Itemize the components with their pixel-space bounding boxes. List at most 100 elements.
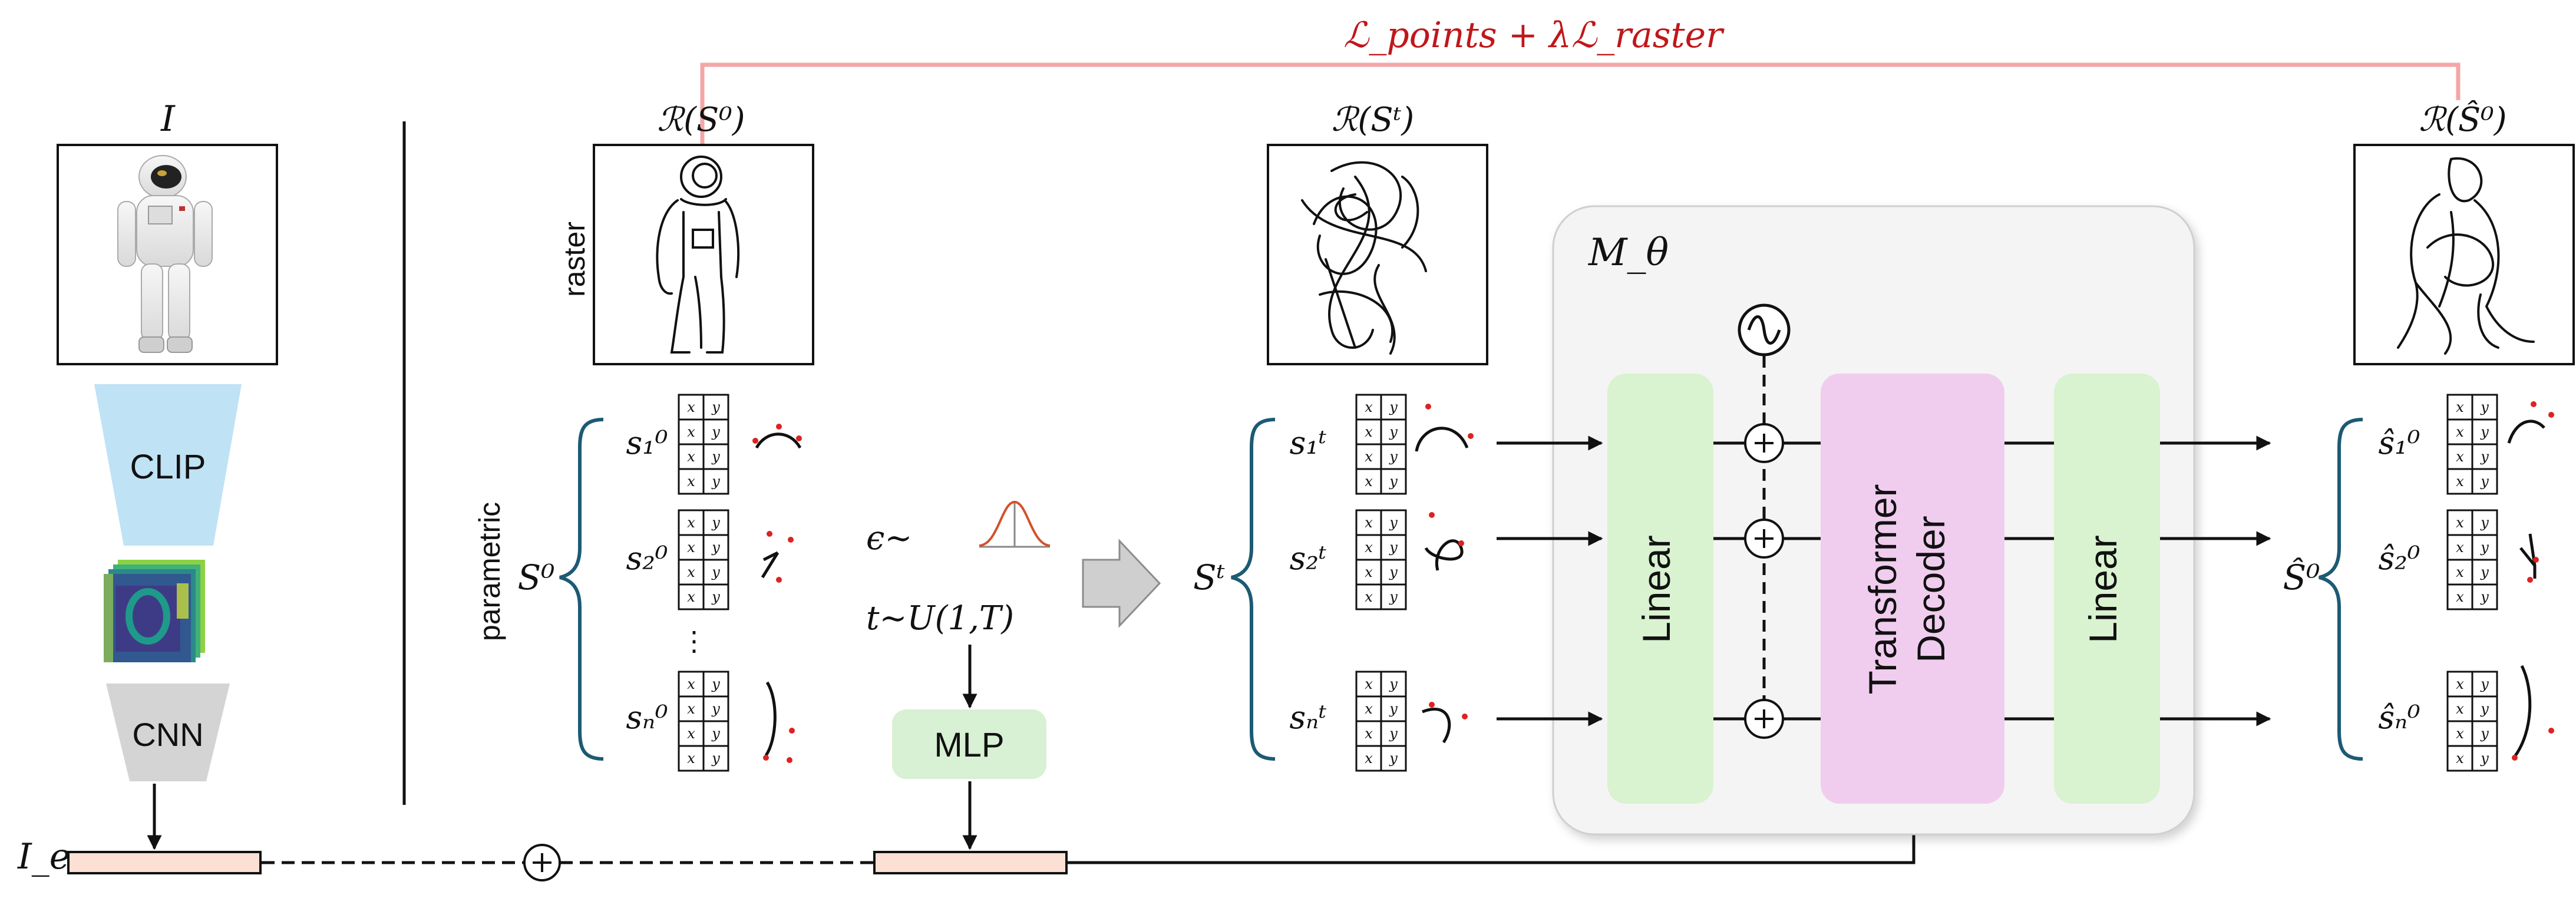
- transformer-label-line1: Transformer: [1861, 484, 1904, 695]
- table-cell: x: [687, 514, 695, 531]
- raster-side-label: raster: [558, 222, 591, 297]
- clip-label: CLIP: [130, 448, 206, 486]
- output-arrows: [2160, 435, 2271, 727]
- curve-st-1: [1415, 404, 1474, 452]
- brace-st: [1231, 418, 1276, 761]
- table-cell: x: [687, 589, 695, 605]
- table-cell: y: [1389, 539, 1398, 556]
- stroke-st-1-label: s₁ᵗ: [1290, 424, 1327, 461]
- table-cell: y: [711, 399, 720, 415]
- table-cell: y: [1389, 676, 1398, 692]
- table-cell: x: [687, 399, 695, 415]
- table-cell: x: [1365, 750, 1373, 767]
- linear-in-block: [1607, 374, 1713, 804]
- input-image: [57, 144, 278, 365]
- table-cell: y: [2480, 424, 2489, 440]
- linear-out-block: [2054, 374, 2160, 804]
- curve-s0-1: [752, 424, 802, 449]
- table-cell: x: [2456, 514, 2464, 531]
- table-cell: x: [687, 676, 695, 692]
- table-cell: y: [2480, 676, 2489, 692]
- table-cell: x: [1365, 701, 1373, 717]
- table-cell: x: [1365, 448, 1373, 465]
- table-cell: x: [2456, 589, 2464, 605]
- curve-shat-2: [2519, 533, 2539, 583]
- table-cell: y: [2480, 701, 2489, 717]
- table-cell: y: [711, 725, 720, 742]
- brace-shat: [2319, 418, 2363, 761]
- table-cell: x: [687, 750, 695, 767]
- table-cell: x: [2456, 750, 2464, 767]
- set-s0-label: S⁰: [518, 557, 555, 597]
- table-cell: x: [687, 701, 695, 717]
- table-cell: x: [687, 539, 695, 556]
- stroke-st-2-label: s₂ᵗ: [1290, 540, 1327, 577]
- input-arrows: [1497, 435, 1603, 727]
- table-cell: y: [2480, 399, 2489, 415]
- loss-label: ℒ_points + λℒ_raster: [1343, 15, 1725, 56]
- table-cell: x: [1365, 564, 1373, 580]
- table-cell: x: [2456, 399, 2464, 415]
- table-cell: y: [711, 676, 720, 692]
- gaussian-icon: [979, 500, 1051, 548]
- table-cell: y: [2480, 750, 2489, 767]
- linear-in-label: Linear: [1634, 535, 1678, 643]
- internal-lines: [1713, 441, 2054, 721]
- table-cell: y: [711, 473, 720, 490]
- curve-s0-2: [761, 531, 794, 583]
- table-cell: x: [687, 448, 695, 465]
- mlp-label: MLP: [934, 726, 1004, 764]
- table-cell: x: [687, 424, 695, 440]
- raster-shat-label: ℛ(Ŝ⁰): [2419, 100, 2506, 139]
- feature-map-icon: [104, 560, 205, 662]
- table-cell: y: [2480, 564, 2489, 580]
- table-cell: y: [711, 539, 720, 556]
- brace-s0: [559, 418, 604, 761]
- stroke-shat-2-label: ŝ₂⁰: [2378, 540, 2420, 577]
- set-st-label: Sᵗ: [1193, 557, 1225, 597]
- table-cell: x: [2456, 676, 2464, 692]
- stroke-st-n-label: sₙᵗ: [1290, 699, 1327, 736]
- embedding-plus-node: [523, 844, 561, 881]
- plus-node-n: [1744, 699, 1784, 739]
- image-label: I: [160, 98, 176, 140]
- table-cell: y: [1389, 399, 1398, 415]
- cnn-encoder: [106, 683, 230, 781]
- table-cell: y: [1389, 589, 1398, 605]
- table-cell: x: [2456, 539, 2464, 556]
- linear-out-label: Linear: [2081, 535, 2125, 643]
- table-cell: y: [2480, 539, 2489, 556]
- table-cell: y: [711, 701, 720, 717]
- table-cell: y: [1389, 473, 1398, 490]
- table-cell: x: [2456, 424, 2464, 440]
- transformer-label-line2: Decoder: [1909, 516, 1953, 662]
- stroke-s0-2-label: s₂⁰: [626, 540, 668, 577]
- table-cell: y: [2480, 514, 2489, 531]
- table-cell: y: [711, 750, 720, 767]
- embedding-label: I_e: [17, 836, 70, 877]
- epsilon-label: ϵ∼: [866, 519, 912, 557]
- curve-shat-n: [2512, 665, 2554, 761]
- astronaut-picture: [117, 155, 213, 353]
- table-cell: x: [1365, 676, 1373, 692]
- stroke-s0-ellipsis: ⋮: [681, 625, 708, 657]
- stroke-s0-n-label: sₙ⁰: [626, 699, 668, 736]
- table-cell: x: [1365, 399, 1373, 415]
- table-cell: x: [2456, 701, 2464, 717]
- table-cell: x: [1365, 539, 1373, 556]
- image-embedding: [67, 851, 262, 874]
- table-cell: y: [711, 514, 720, 531]
- plus-node-1: [1744, 423, 1784, 463]
- curve-shat-1: [2507, 401, 2554, 444]
- table-cell: x: [687, 473, 695, 490]
- table-cell: y: [2480, 448, 2489, 465]
- table-cell: y: [1389, 750, 1398, 767]
- table-cell: y: [711, 448, 720, 465]
- table-cell: x: [1365, 725, 1373, 742]
- cnn-label: CNN: [132, 716, 203, 753]
